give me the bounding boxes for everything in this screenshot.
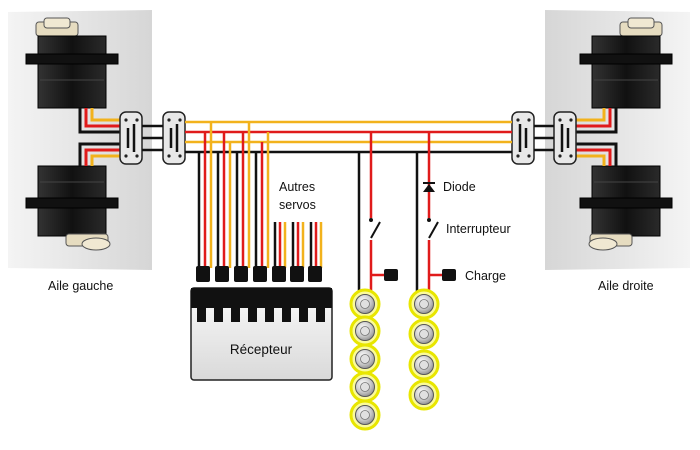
battery2-wires (415, 132, 443, 295)
battery-cell-icon (349, 315, 381, 347)
battery-cell-icon (349, 288, 381, 320)
left-wing-label: Aile gauche (48, 279, 113, 293)
diode-label: Diode (443, 180, 476, 194)
left-servo-leads (78, 108, 126, 166)
connector-icon (119, 111, 143, 165)
connector-icon (511, 111, 535, 165)
main-bus (185, 120, 512, 154)
right-wing-label: Aile droite (598, 279, 654, 293)
other-servos-label-line2: servos (279, 198, 316, 212)
charge-plug-icon (442, 269, 456, 281)
switch-label: Interrupteur (446, 222, 511, 236)
battery-cell-icon (349, 399, 381, 431)
charge-plug-icon (384, 269, 398, 281)
battery1-wires (357, 132, 385, 295)
servo-icon (579, 17, 673, 109)
receiver-plugs (196, 266, 322, 282)
receiver-drop-wires (197, 122, 270, 268)
switch-icon (369, 218, 381, 239)
diode-icon (423, 182, 435, 192)
servo-icon (25, 165, 119, 251)
servo-icon (579, 165, 673, 251)
other-servos-label-line1: Autres (279, 180, 315, 194)
battery-cell-icon (408, 288, 440, 320)
receiver-label: Récepteur (230, 342, 293, 357)
switch-icon (427, 218, 439, 239)
other-servo-leads (273, 222, 323, 268)
charge-label: Charge (465, 269, 506, 283)
battery-pack-1 (349, 288, 381, 431)
left-bridge-wires (142, 124, 163, 152)
receiver (190, 287, 333, 381)
right-bridge-wires (534, 124, 554, 152)
battery-cell-icon (349, 371, 381, 403)
right-servo-leads (574, 108, 618, 166)
battery-pack-2 (408, 288, 440, 411)
battery-cell-icon (408, 379, 440, 411)
connector-icon (162, 111, 186, 165)
battery-cell-icon (349, 343, 381, 375)
connector-icon (553, 111, 577, 165)
battery-cell-icon (408, 318, 440, 350)
servo-icon (25, 17, 119, 109)
battery-cell-icon (408, 349, 440, 381)
